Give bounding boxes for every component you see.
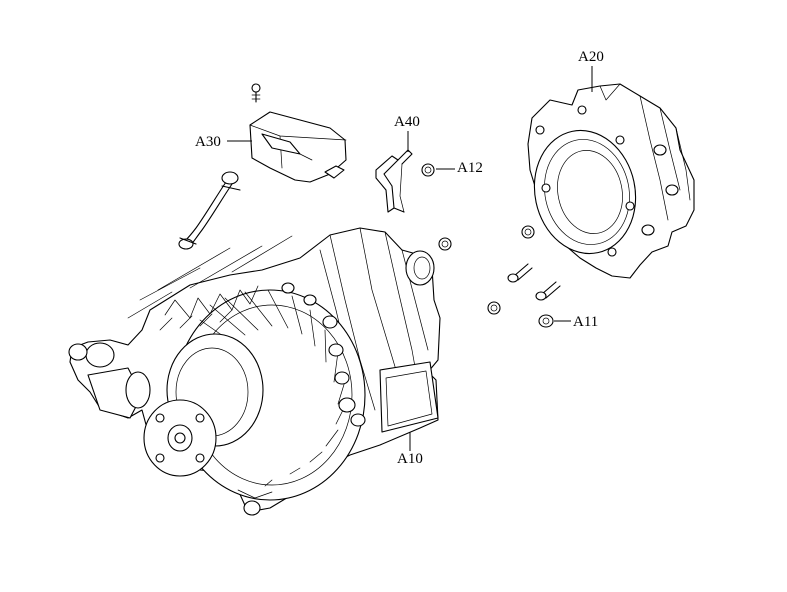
nut-a11: [538, 314, 554, 328]
transfer-case-housing: [68, 227, 441, 516]
breather-hose: [178, 171, 241, 250]
callout-a30: A30: [195, 134, 221, 150]
callout-a11: A11: [573, 314, 599, 330]
callout-a20: A20: [578, 49, 604, 65]
nut-a12: [421, 163, 435, 177]
callout-a12: A12: [457, 160, 483, 176]
callout-a10: A10: [397, 451, 423, 467]
extension-housing: [527, 83, 695, 279]
bolts: [507, 263, 561, 301]
mounting-bracket: [375, 149, 413, 213]
callout-a40: A40: [394, 114, 420, 130]
control-module: [249, 83, 347, 183]
loose-nuts: [438, 225, 535, 315]
